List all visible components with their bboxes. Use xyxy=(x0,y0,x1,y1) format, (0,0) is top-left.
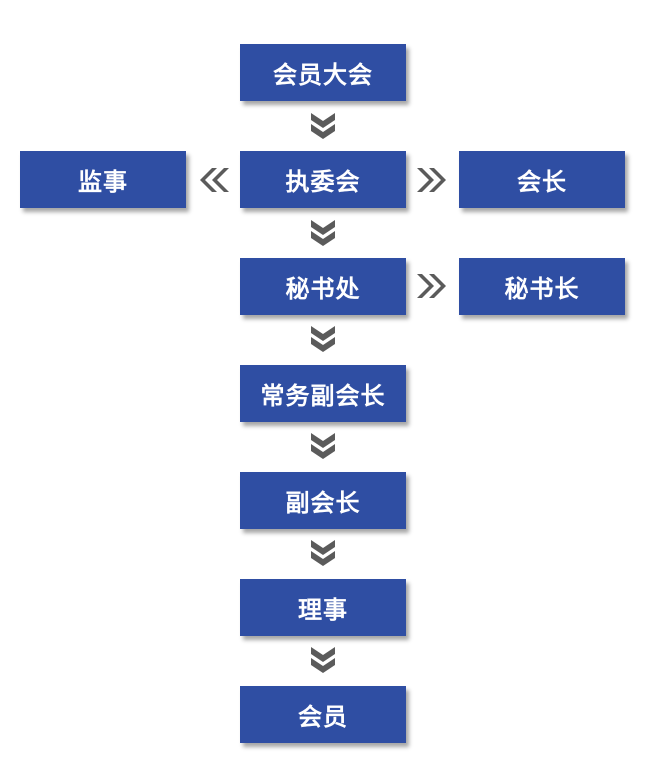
double-chevron-right-icon xyxy=(417,168,446,192)
node-director: 理事 xyxy=(240,579,406,636)
double-chevron-left-icon xyxy=(200,168,229,192)
node-general-assembly: 会员大会 xyxy=(240,44,406,101)
node-vice-president: 副会长 xyxy=(240,472,406,529)
node-president: 会长 xyxy=(459,151,625,208)
node-secretariat: 秘书处 xyxy=(240,258,406,315)
double-chevron-down-icon xyxy=(311,647,335,673)
double-chevron-down-icon xyxy=(311,540,335,566)
node-secretary-general: 秘书长 xyxy=(459,258,625,315)
double-chevron-down-icon xyxy=(311,220,335,246)
node-executive-vice-president: 常务副会长 xyxy=(240,365,406,422)
node-executive-committee: 执委会 xyxy=(240,151,406,208)
double-chevron-down-icon xyxy=(311,433,335,459)
node-member: 会员 xyxy=(240,686,406,743)
double-chevron-right-icon xyxy=(417,274,446,298)
double-chevron-down-icon xyxy=(311,326,335,352)
double-chevron-down-icon xyxy=(311,113,335,139)
node-supervisor: 监事 xyxy=(20,151,186,208)
